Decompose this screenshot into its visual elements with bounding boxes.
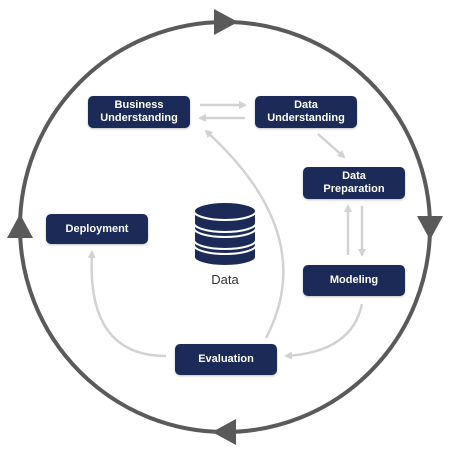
arrow-modeling-to-evaluation — [284, 303, 364, 360]
arrow-evaluation-to-business — [204, 129, 285, 339]
node-modeling: Modeling — [303, 265, 405, 296]
data-label: Data — [211, 272, 239, 287]
node-data-preparation: Data Preparation — [303, 167, 405, 199]
arrow-evaluation-to-deployment — [87, 250, 167, 358]
arrow-data-understanding-to-preparation — [317, 133, 346, 159]
outer-arrow-top — [214, 9, 238, 35]
node-data-understanding: Data Understanding — [255, 96, 357, 128]
outer-arrow-bottom — [212, 419, 236, 445]
outer-arrow-left — [7, 214, 33, 238]
node-deployment: Deployment — [46, 214, 148, 244]
node-evaluation: Evaluation — [175, 344, 277, 375]
outer-arrow-right — [417, 216, 443, 240]
database-icon — [193, 201, 257, 267]
node-business-understanding: Business Understanding — [88, 96, 190, 128]
